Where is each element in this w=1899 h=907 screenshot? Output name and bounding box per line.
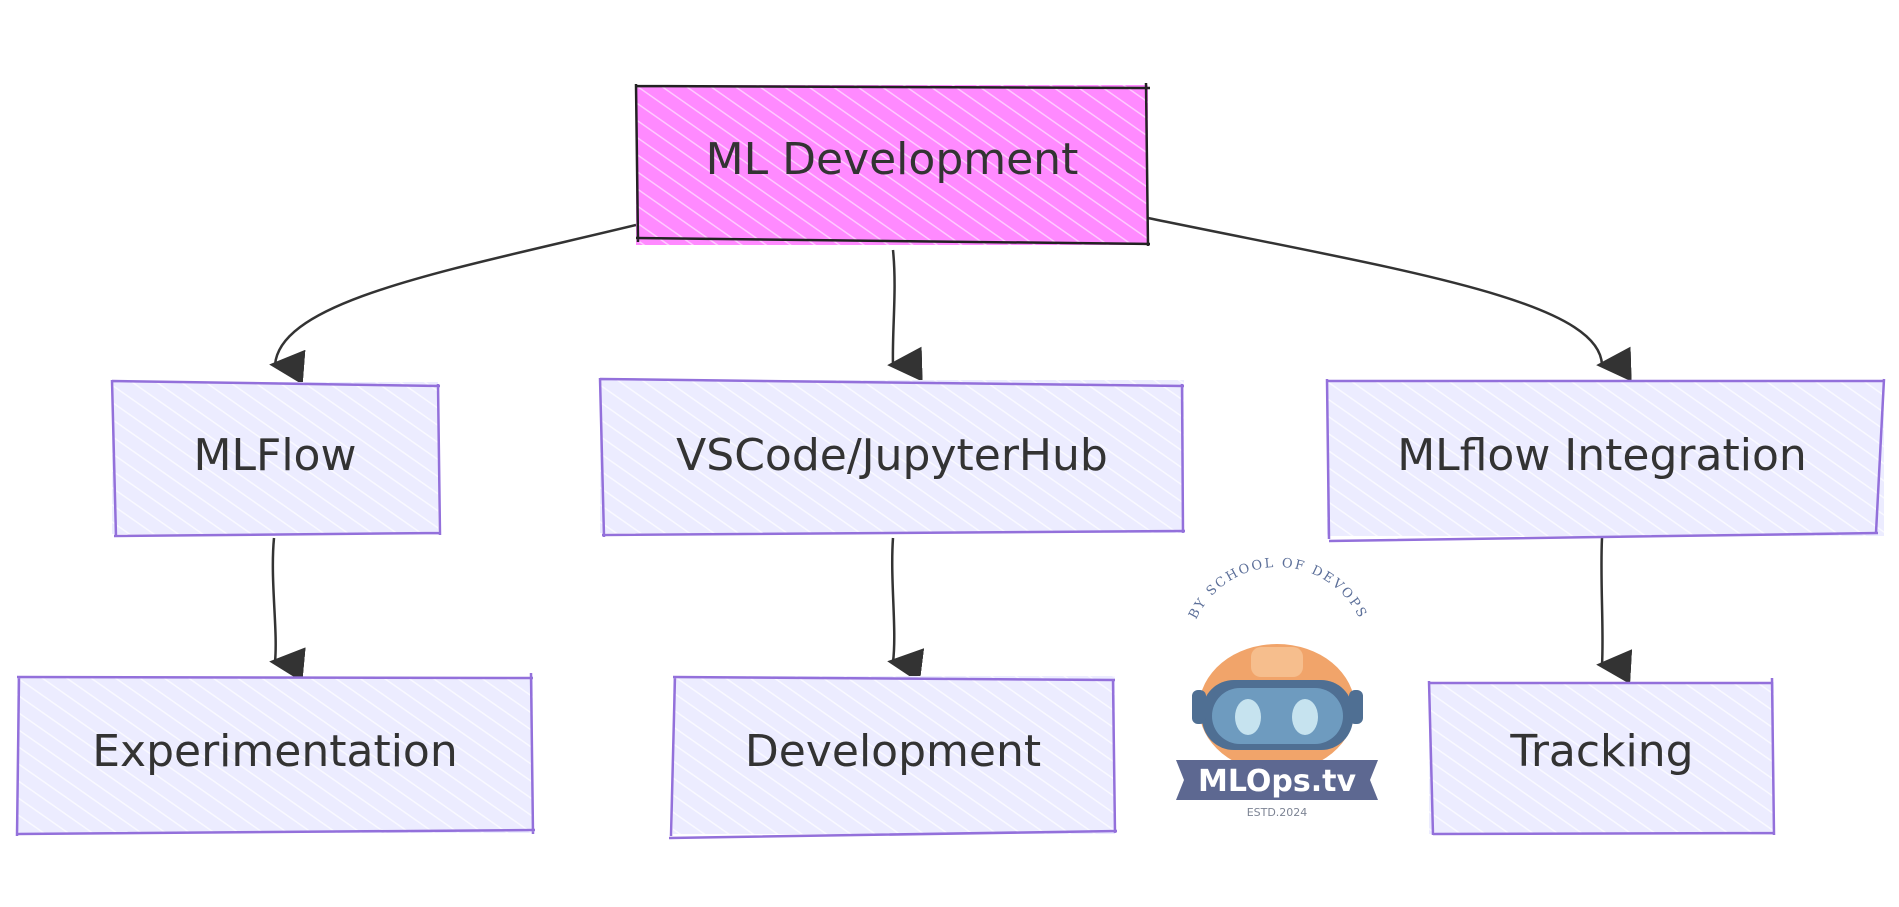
node-experimentation[interactable]: Experimentation [15,672,536,837]
node-tracking[interactable]: Tracking [1427,677,1776,836]
edge-root-to-mlflow [269,223,637,385]
mlops-tv-logo: BY SCHOOL OF DEVOPS MLOps.tv ESTD.2024 [1176,556,1378,819]
node-experimentation-label: Experimentation [92,726,457,777]
logo-brand-text: MLOps.tv [1198,764,1356,799]
edge-root-to-mlflow-integration [1147,216,1632,382]
logo-arc-text: BY SCHOOL OF DEVOPS [1186,556,1370,622]
node-vscode-jupyterhub-label: VSCode/JupyterHub [676,430,1108,481]
edge-root-to-vscode [887,249,923,382]
edge-vscode-to-development [887,537,925,683]
edge-mlflow-integration-to-tracking [1596,537,1633,685]
node-development[interactable]: Development [668,675,1118,840]
robot-icon [1192,644,1363,772]
node-mlflow-integration[interactable]: MLflow Integration [1325,378,1886,543]
node-ml-development[interactable]: ML Development [634,82,1151,247]
edges [269,216,1633,685]
node-tracking-label: Tracking [1509,726,1693,777]
node-mlflow-label: MLFlow [194,430,357,481]
node-mlflow[interactable]: MLFlow [110,379,442,538]
node-development-label: Development [745,726,1041,777]
node-mlflow-integration-label: MLflow Integration [1397,430,1807,481]
node-ml-development-label: ML Development [706,134,1079,185]
logo-estd-text: ESTD.2024 [1247,806,1308,819]
node-vscode-jupyterhub[interactable]: VSCode/JupyterHub [598,377,1186,538]
edge-mlflow-to-experimentation [269,537,306,683]
